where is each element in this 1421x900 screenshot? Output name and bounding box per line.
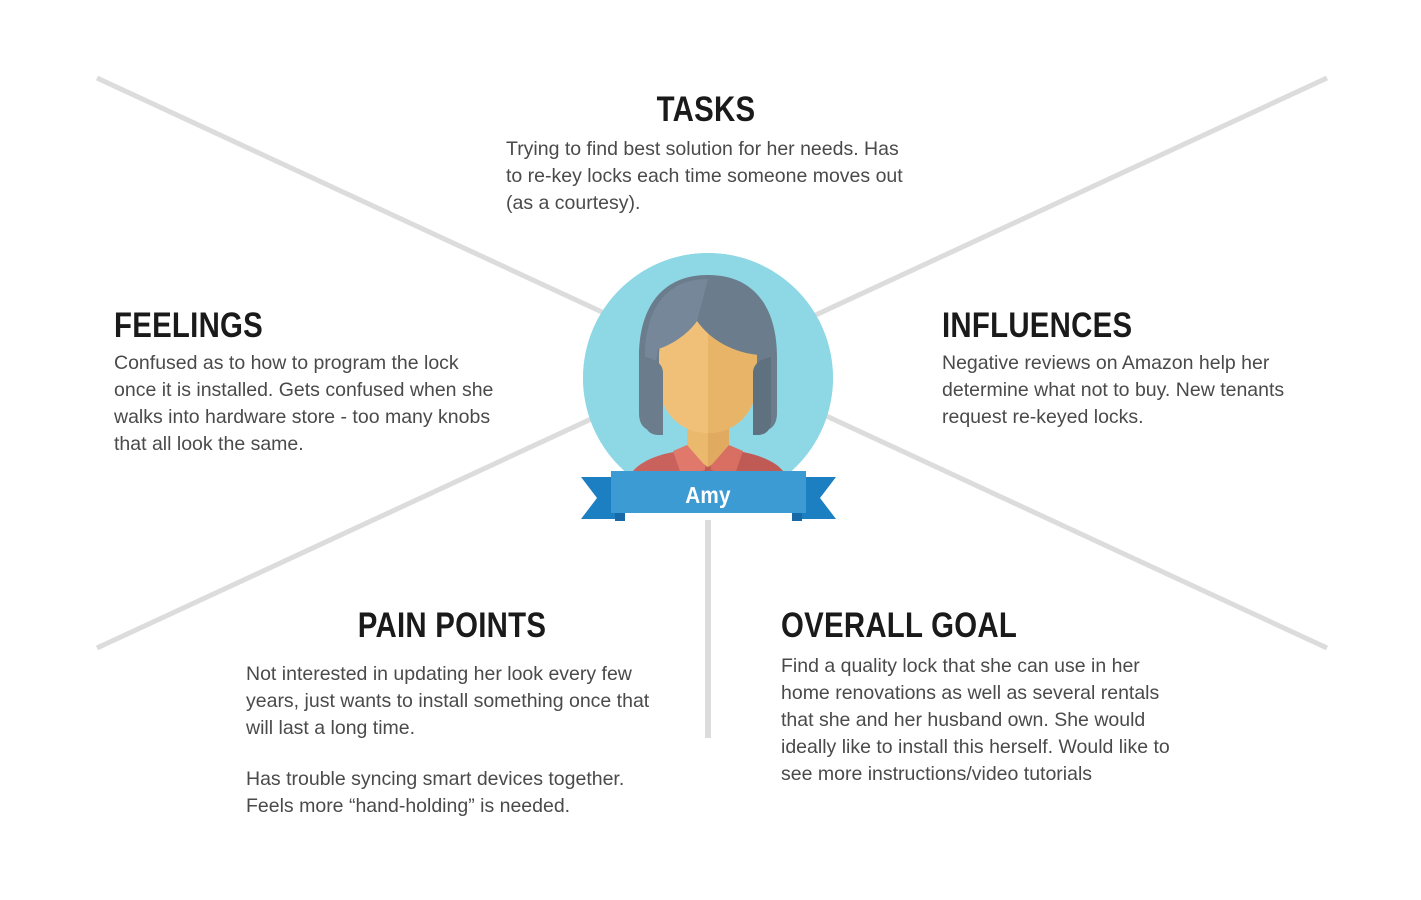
overall-goal-body: Find a quality lock that she can use in …	[781, 655, 1170, 785]
feelings-heading: FEELINGS	[114, 306, 264, 345]
persona-name-label: Amy	[685, 482, 731, 508]
persona-avatar-group: Amy	[581, 253, 838, 528]
section-overall-goal: OVERALL GOAL Find a quality lock that sh…	[781, 608, 1181, 788]
name-ribbon-icon	[581, 471, 836, 525]
person-avatar-icon	[583, 253, 833, 503]
pain-points-body-1: Not interested in updating her look ever…	[246, 663, 650, 739]
section-tasks: TASKS Trying to find best solution for h…	[506, 92, 906, 217]
section-feelings: FEELINGS Confused as to how to program t…	[114, 308, 504, 458]
overall-goal-heading: OVERALL GOAL	[781, 606, 1018, 645]
tasks-body: Trying to find best solution for her nee…	[506, 138, 903, 214]
influences-body: Negative reviews on Amazon help her dete…	[942, 352, 1285, 428]
tasks-heading: TASKS	[656, 90, 756, 129]
pain-points-heading: PAIN POINTS	[357, 606, 547, 645]
pain-points-body-2: Has trouble syncing smart devices togeth…	[246, 768, 625, 817]
section-influences: INFLUENCES Negative reviews on Amazon he…	[942, 308, 1312, 431]
section-pain-points: PAIN POINTS Not interested in updating h…	[246, 608, 658, 820]
feelings-body: Confused as to how to program the lock o…	[114, 352, 494, 455]
influences-heading: INFLUENCES	[942, 306, 1133, 345]
